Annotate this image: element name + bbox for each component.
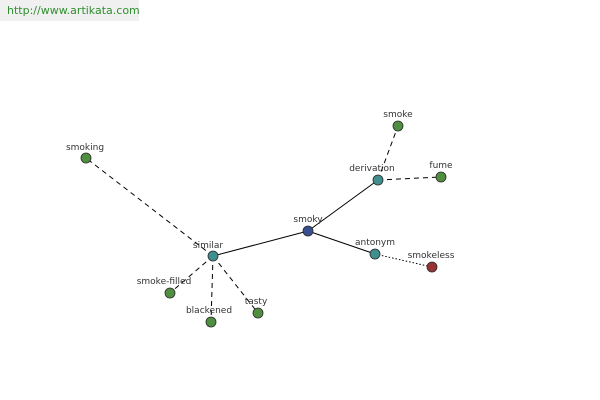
node-label-smoking: smoking [66,143,104,153]
edge-similar-smoke-filled [169,255,214,294]
node-label-fume: fume [429,161,453,171]
nodes-layer: smoky similar derivation antonym smoke fume sm… [66,110,455,328]
site-url-banner[interactable]: http://www.artikata.com [0,0,140,21]
node-label-smoky: smoky [293,215,323,225]
node-smoky[interactable]: smoky [293,215,323,237]
edge-smoky-derivation [307,179,379,232]
node-smoking[interactable]: smoking [66,143,104,164]
node-fume[interactable]: fume [429,161,453,183]
node-label-tasty: tasty [245,297,268,307]
node-dot-smoky[interactable] [302,225,314,237]
node-dot-tasty[interactable] [252,307,264,319]
edge-similar-tasty [212,255,259,314]
node-label-derivation: derivation [349,164,395,174]
edge-derivation-smoke [377,125,399,181]
node-label-similar: similar [193,241,223,251]
node-dot-similar[interactable] [207,250,219,262]
node-dot-smoke[interactable] [392,120,404,132]
node-smokeless[interactable]: smokeless [408,251,455,273]
edge-smoky-similar [212,230,309,257]
node-similar[interactable]: similar [193,241,223,262]
node-dot-smokeless[interactable] [426,261,438,273]
edge-smoky-antonym [307,230,376,255]
node-tasty[interactable]: tasty [245,297,268,319]
node-dot-smoking[interactable] [80,152,92,164]
node-blackened[interactable]: blackened [186,306,232,328]
node-smoke-filled[interactable]: smoke-filled [137,277,192,299]
node-label-blackened: blackened [186,306,232,316]
node-label-antonym: antonym [355,238,395,248]
edge-derivation-fume [377,176,442,181]
edge-similar-blackened [210,255,214,323]
node-dot-derivation[interactable] [372,174,384,186]
node-dot-antonym[interactable] [369,248,381,260]
node-dot-smoke-filled[interactable] [164,287,176,299]
node-label-smoke: smoke [383,110,413,120]
node-antonym[interactable]: antonym [355,238,395,260]
edges-layer [85,125,442,323]
node-smoke[interactable]: smoke [383,110,413,132]
node-label-smoke-filled: smoke-filled [137,277,192,287]
edge-antonym-smokeless [374,253,433,268]
node-dot-fume[interactable] [435,171,447,183]
node-dot-blackened[interactable] [205,316,217,328]
node-derivation[interactable]: derivation [349,164,395,186]
node-label-smokeless: smokeless [408,251,455,261]
